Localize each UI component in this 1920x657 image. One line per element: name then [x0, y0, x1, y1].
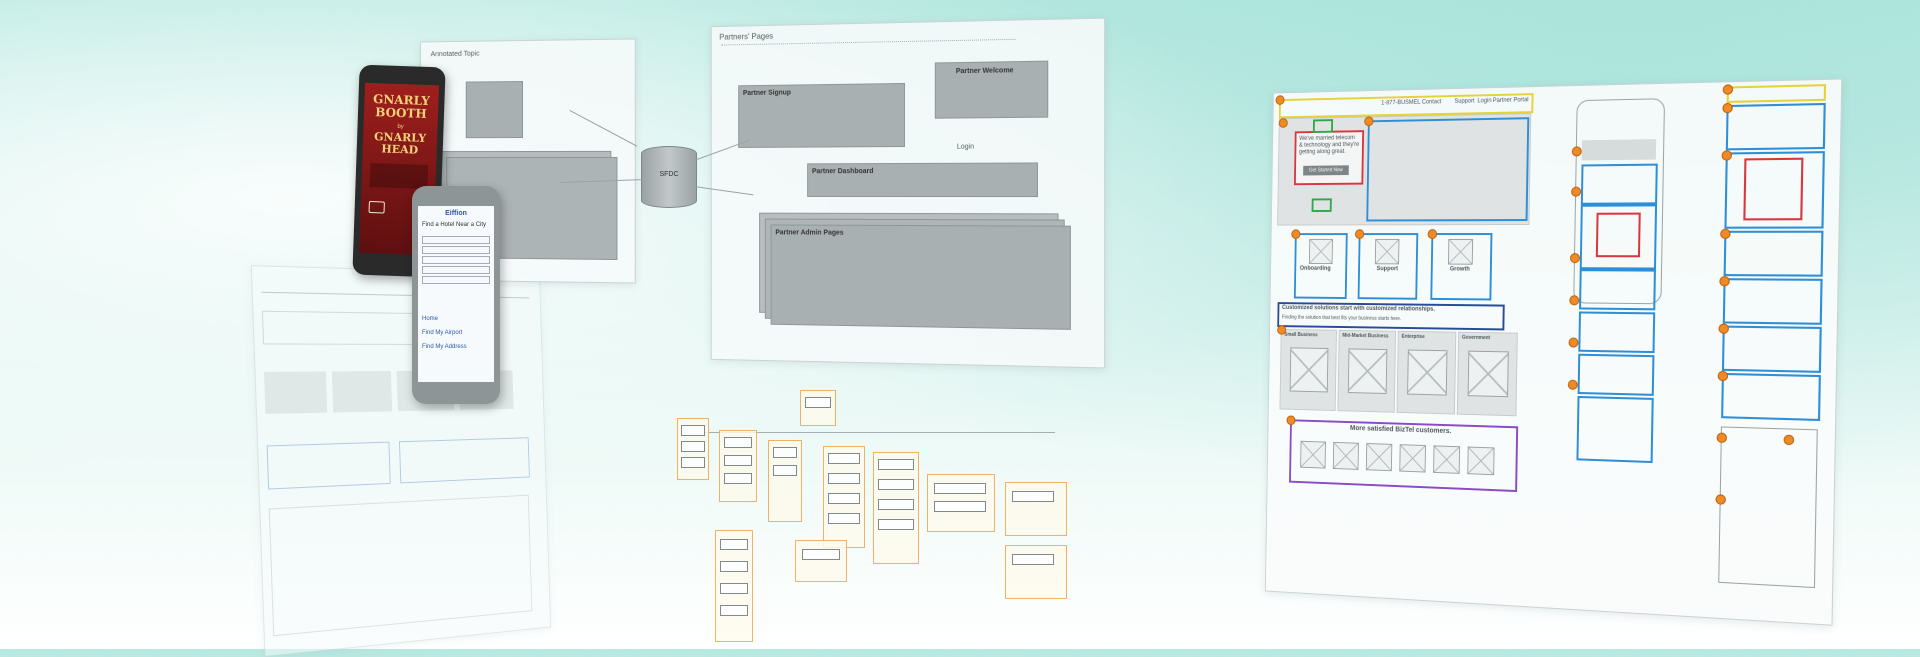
sfdc-label: SFDC — [659, 171, 679, 178]
wf-banner: Customized solutions start with customiz… — [1277, 302, 1505, 331]
phone-heading: Find a Hotel Near a City — [422, 222, 487, 228]
partner-dashboard-box: Partner Dashboard — [807, 162, 1038, 198]
annotated-topic-title: Annotated Topic — [430, 50, 480, 59]
wf-feature-growth: Growth — [1430, 233, 1493, 301]
website-wireframe-sheet: 1-877-BUSMEL Contact Support Login Partn… — [1264, 78, 1843, 626]
annotation-badge — [1717, 370, 1729, 382]
partner-welcome-box: Partner Welcome — [934, 60, 1049, 119]
annotation-badge — [1277, 325, 1287, 335]
annotation-badge — [1286, 415, 1296, 426]
wf-feature-onboarding: Onboarding — [1293, 233, 1348, 299]
wf-nav-partner[interactable]: Partner Portal — [1492, 97, 1529, 105]
wf-hero-cta[interactable]: Get Started Now — [1303, 165, 1349, 176]
camera-icon — [368, 200, 385, 214]
hotel-phone-mockup: Eiffion Find a Hotel Near a City Home Fi… — [412, 186, 500, 404]
annotation-badge — [1783, 434, 1795, 446]
wf-tier-small: Small Business — [1279, 328, 1337, 412]
wf-mobile-column — [1570, 98, 1666, 475]
wf-tier-enterprise: Enterprise — [1396, 330, 1457, 415]
wf-nav-contact[interactable]: 1-877-BUSMEL Contact — [1381, 99, 1442, 107]
wf-customers: More satisfied BizTel customers. — [1289, 419, 1519, 493]
wf-tier-mid: Mid-Market Business — [1337, 329, 1397, 413]
annotation-badge — [1715, 494, 1726, 505]
phone-link-address[interactable]: Find My Address — [422, 344, 467, 350]
phone-link-airport[interactable]: Find My Airport — [422, 330, 463, 336]
wf-feature-support: Support — [1357, 233, 1419, 300]
wf-tall-column — [1718, 84, 1828, 607]
faded-website-mockup — [250, 265, 552, 657]
book-title: GNARLY BOOTH — [372, 92, 431, 121]
login-label: Login — [956, 143, 975, 151]
wf-hero-image — [1366, 117, 1530, 222]
sfdc-database-icon: SFDC — [641, 146, 697, 208]
flow-title: Partners' Pages — [719, 31, 774, 42]
partner-signup-box: Partner Signup — [738, 82, 905, 148]
phone-brand: Eiffion — [445, 210, 467, 217]
sitemap-diagram — [675, 390, 1070, 645]
phone-link-home[interactable]: Home — [422, 316, 439, 322]
wf-hero-text-box: We've married telecom & technology and t… — [1293, 130, 1365, 186]
book-author: GNARLY HEAD — [373, 130, 427, 157]
wf-hero-text: We've married telecom & technology and t… — [1298, 135, 1360, 156]
wf-tier-government: Government — [1456, 331, 1518, 417]
annotation-badge — [1716, 432, 1728, 444]
partners-flow-sheet: Partners' Pages Partner Signup Partner W… — [710, 17, 1106, 369]
wf-nav-login[interactable]: Login — [1477, 98, 1492, 105]
wf-nav-support[interactable]: Support — [1454, 98, 1475, 105]
